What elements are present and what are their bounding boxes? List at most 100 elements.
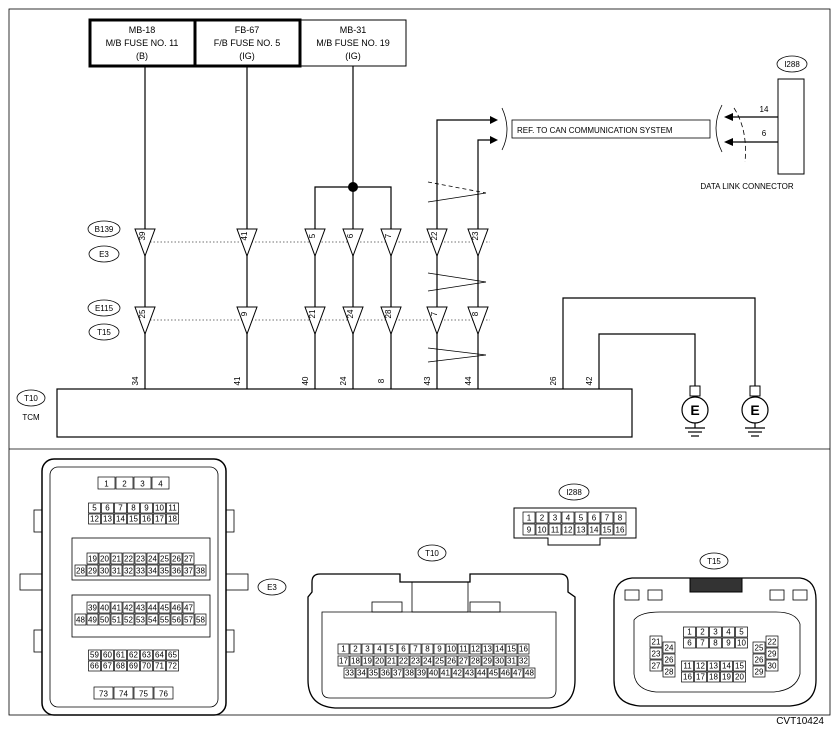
pin-cell <box>403 667 416 679</box>
pin-number: 36 <box>172 567 181 576</box>
pin-cell <box>98 613 111 626</box>
pin-cell <box>122 552 135 565</box>
pin-cell <box>409 643 422 655</box>
pin-number: 38 <box>196 567 205 576</box>
pin-number: 27 <box>184 555 193 564</box>
pin-cell <box>194 613 207 626</box>
pin-number: 38 <box>405 669 414 678</box>
pin-number: 58 <box>196 616 205 625</box>
pin-number: 15 <box>735 662 744 671</box>
pin-number: 5 <box>579 514 584 523</box>
pin-cell <box>709 637 722 649</box>
pin-number: 29 <box>755 668 764 677</box>
pin-number: 34 <box>357 669 366 678</box>
svg-text:T15: T15 <box>707 557 721 566</box>
pin-number: 43 <box>465 669 474 678</box>
pin-cell <box>681 660 694 672</box>
pin-number: 15 <box>129 515 138 524</box>
pin-number: 18 <box>709 673 718 682</box>
pin-cell <box>722 637 735 649</box>
pin-cell <box>182 613 195 626</box>
pin-number: 12 <box>696 662 705 671</box>
pin-number: 24 <box>665 644 674 653</box>
pin-number: 6 <box>105 504 110 513</box>
wire-can-h <box>436 119 494 389</box>
pin-cell <box>752 653 766 666</box>
pin-number: 7 <box>605 514 610 523</box>
pin-number: 35 <box>160 567 169 576</box>
svg-text:I288: I288 <box>784 60 800 69</box>
pin-number: 4 <box>377 645 382 654</box>
pin-cell <box>587 511 601 524</box>
pin-number: 27 <box>459 657 468 666</box>
pin-cell <box>114 649 127 661</box>
pin-cell <box>86 552 99 565</box>
pin-number: 33 <box>136 567 145 576</box>
pin-cell <box>600 511 614 524</box>
pin-cell <box>574 523 588 536</box>
pin-number: 42 <box>453 669 462 678</box>
diagram-code: CVT10424 <box>776 716 824 727</box>
pin-cell <box>415 667 428 679</box>
splice-point <box>348 182 358 192</box>
ref-label: REF. TO CAN COMMUNICATION SYSTEM <box>517 126 673 135</box>
pin-cell <box>134 601 147 614</box>
pin-cell <box>649 635 663 648</box>
t15-pin-label: 28 <box>384 309 393 318</box>
pin-number: 6 <box>592 514 597 523</box>
pin-cell <box>194 564 207 577</box>
pin-cell <box>523 667 536 679</box>
pin-number: 6 <box>687 639 692 648</box>
pin-number: 9 <box>726 639 731 648</box>
pin-cell <box>439 667 452 679</box>
pin-number: 17 <box>339 657 348 666</box>
pin-number: 47 <box>513 669 522 678</box>
pin-number: 3 <box>365 645 370 654</box>
pin-number: 7 <box>118 504 123 513</box>
e3-marker <box>304 228 326 258</box>
pin-cell <box>113 686 134 700</box>
pin-number: 56 <box>172 616 181 625</box>
pin-number: 7 <box>700 639 705 648</box>
pin-number: 14 <box>590 526 599 535</box>
pin-cell <box>373 655 386 667</box>
pin-cell <box>522 523 536 536</box>
e3-pin-label: 7 <box>384 233 393 238</box>
pin-number: 61 <box>116 651 125 660</box>
pin-number: 51 <box>112 616 121 625</box>
pin-number: 63 <box>142 651 151 660</box>
tcm-pin-label: 43 <box>423 376 432 385</box>
pin-number: 41 <box>441 669 450 678</box>
pin-number: 25 <box>160 555 169 564</box>
pin-cell <box>694 671 707 683</box>
pin-cell <box>457 655 470 667</box>
pin-cell <box>97 476 116 490</box>
pin-number: 16 <box>519 645 528 654</box>
pin-cell <box>349 643 362 655</box>
e3-marker <box>236 228 258 258</box>
pin-cell <box>88 660 101 672</box>
pin-number: 23 <box>136 555 145 564</box>
pin-cell <box>110 601 123 614</box>
pin-number: 14 <box>495 645 504 654</box>
pin-cell <box>101 502 114 514</box>
pin-cell <box>153 513 166 525</box>
pin-number: 26 <box>755 656 764 665</box>
pin-number: 48 <box>76 616 85 625</box>
pin-number: 48 <box>525 669 534 678</box>
pin-cell <box>110 613 123 626</box>
pin-number: 33 <box>345 669 354 678</box>
pin-cell <box>694 660 707 672</box>
i288-tag <box>776 55 808 73</box>
pin-cell <box>343 667 356 679</box>
pin-cell <box>385 643 398 655</box>
pin-number: 5 <box>389 645 394 654</box>
pin-cell <box>481 655 494 667</box>
pin-number: 64 <box>155 651 164 660</box>
pin-cell <box>101 660 114 672</box>
pin-number: 20 <box>735 673 744 682</box>
pin-number: 55 <box>160 616 169 625</box>
pin-number: 29 <box>88 567 97 576</box>
pin-number: 1 <box>687 628 692 637</box>
